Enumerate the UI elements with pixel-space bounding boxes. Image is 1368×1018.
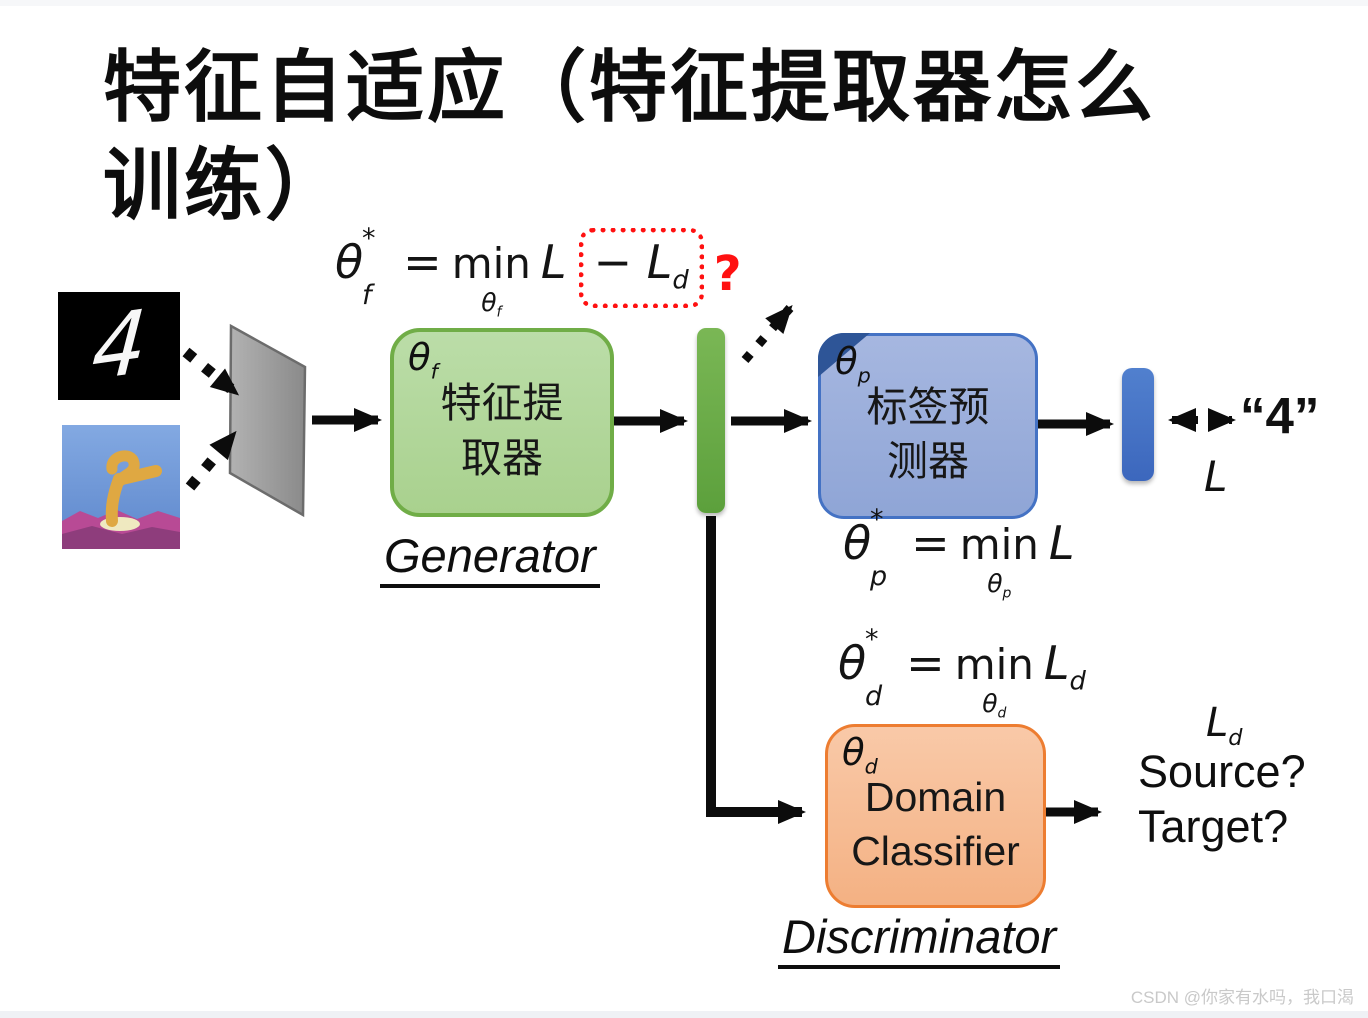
highlighted-adversarial-term: − Ld: [578, 228, 704, 309]
loss-term: L: [540, 235, 567, 289]
theta-d-star: θ * d: [838, 624, 883, 712]
feature-plane: [228, 323, 307, 518]
domain-loss: Ld: [1206, 700, 1243, 751]
theta-p-star: θ * p: [843, 504, 888, 592]
min-operator: min θp: [959, 520, 1039, 602]
theta-p-param: θp: [835, 340, 871, 388]
domain-classifier-box: θd Domain Classifier: [825, 724, 1046, 908]
predictor-objective-formula: θ * p = min θp L: [843, 504, 1075, 602]
prediction-loss: L: [1204, 452, 1228, 501]
label-predictor-box: θp 标签预 测器: [818, 333, 1038, 519]
feature-vector-bar: [697, 328, 725, 513]
discriminator-caption: Discriminator: [778, 912, 1061, 970]
source-domain-image: 4: [58, 292, 180, 400]
loss-term: L: [1048, 516, 1075, 570]
target-to-plane-dotted-arrow: [185, 430, 239, 491]
target-domain-image: [62, 425, 180, 549]
source-to-plane-dotted-arrow: [182, 347, 240, 398]
loss-term: Ld: [1043, 636, 1086, 697]
equals-sign: =: [906, 636, 945, 690]
label-predictor-label: 标签预 测器: [866, 383, 990, 484]
domain-classifier-label: Domain Classifier: [851, 773, 1020, 874]
domain-objective-formula: θ * d = min θd Ld: [838, 624, 1086, 722]
equals-sign: =: [403, 235, 442, 289]
feature-extractor-label: 特征提 取器: [440, 380, 564, 481]
equals-sign: =: [911, 516, 950, 570]
top-edge-strip: [0, 0, 1368, 6]
feature-objective-formula: θ * f = min θf L − Ld ?: [335, 223, 742, 321]
prediction-vector-bar: [1122, 368, 1154, 481]
page-title-line2: 训练）: [103, 141, 347, 230]
page-title-line1: 特征自适应（特征提取器怎么: [103, 43, 1157, 131]
question-mark: ?: [713, 245, 742, 302]
domain-output-source: Source?: [1138, 746, 1306, 797]
gradient-reversal-dotted-arrow: [741, 304, 794, 363]
feature-extractor-box: θf 特征提 取器: [390, 328, 614, 517]
generator-caption: Generator: [380, 531, 600, 589]
min-operator: min θd: [954, 640, 1034, 722]
domain-output-target: Target?: [1138, 801, 1289, 852]
bottom-edge-strip: [0, 1011, 1368, 1018]
predicted-label: “4”: [1240, 387, 1320, 444]
theta-f-param: θf: [408, 336, 438, 384]
watermark: CSDN @你家有水吗，我口渴: [1130, 988, 1354, 1007]
min-operator: min θf: [451, 239, 531, 321]
page-title: 特征自适应（特征提取器怎么 训练）: [103, 38, 1243, 235]
theta-f-star: θ * f: [335, 223, 376, 311]
theta-d-param: θd: [842, 731, 878, 779]
target-digit-picture: [62, 425, 180, 549]
source-digit: 4: [88, 292, 150, 400]
feature-to-domain-connector: [706, 516, 806, 824]
